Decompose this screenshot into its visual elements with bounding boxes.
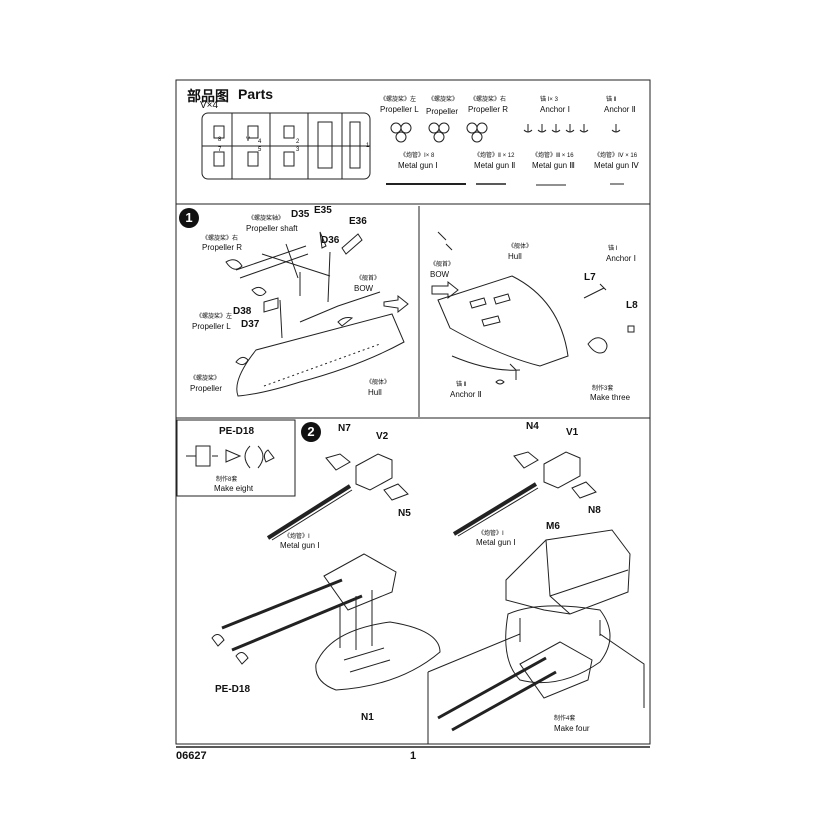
part-label: D38 [233,306,252,317]
step1-hull2-zh: 《舰体》 [508,244,533,250]
parts-anchors [523,124,621,133]
step1-bow2-en: BOW [430,270,450,279]
parts-anchor2-zh: 锚 Ⅱ [606,97,617,103]
parts-propellers [390,122,488,143]
step2-frame [175,417,651,745]
step2-gun2-zh: 《炮管》Ⅰ [478,531,504,537]
pe-inset-drawing [186,445,275,469]
step1-bow-zh: 《舰首》 [356,276,381,282]
step2-gun-en: Metal gun Ⅰ [280,541,320,550]
step2-make-zh: 制作4套 [554,716,576,722]
part-label: L8 [626,300,638,311]
step1-propeller-en: Propeller [190,384,223,393]
step1-shaft-zh: 《螺旋桨轴》 [248,216,285,222]
parts-gun2-zh: 《炮管》Ⅱ × 12 [474,153,515,159]
step1-anchor2-zh: 锚 Ⅱ [456,382,467,388]
parts-propeller-l-en: Propeller L [380,105,419,114]
sprue-num: 8 [218,137,222,143]
parts-gun4-zh: 《炮管》Ⅳ × 16 [594,153,638,159]
step1-propeller-r-zh: 《螺旋桨》右 [202,236,239,242]
sprue-num: 5 [258,147,262,153]
sprue-frame [201,112,371,180]
step1-anchor2-en: Anchor Ⅱ [450,390,482,399]
pe-inset-make-en: Make eight [214,484,254,493]
parts-title-en: Parts [238,86,274,102]
part-label: V2 [376,431,389,442]
pe-inset-frame [176,419,296,497]
sprue-num: 3 [296,147,300,153]
step1-anchor1-en: Anchor Ⅰ [606,254,636,263]
parts-gun4-en: Metal gun Ⅳ [594,161,639,170]
part-label: D36 [321,235,340,246]
parts-propeller-en: Propeller [426,107,459,116]
part-label: N7 [338,423,351,434]
parts-gun3-en: Metal gun Ⅲ [532,161,575,170]
step1-stern-hull [225,231,409,397]
part-label: M6 [546,521,560,532]
part-label: D35 [291,209,310,220]
step1-propeller-zh: 《螺旋桨》 [190,376,221,382]
step2-gun-zh: 《炮管》Ⅰ [284,534,310,540]
parts-propeller-zh: 《螺旋桨》 [428,97,459,103]
parts-gun1-zh: 《炮管》Ⅰ× 8 [400,153,435,159]
sprue-num: 2 [296,139,300,145]
sprue-num: 4 [258,139,262,145]
part-label: L7 [584,272,596,283]
part-label: D37 [241,319,260,330]
parts-anchor1-en: Anchor Ⅰ [540,105,570,114]
parts-gun1-en: Metal gun Ⅰ [398,161,438,170]
parts-anchor1-zh: 锚 Ⅰ× 3 [540,97,558,103]
step1-hull2-en: Hull [508,252,522,261]
parts-anchor2-en: Anchor Ⅱ [604,105,636,114]
parts-gun3-zh: 《炮管》Ⅲ × 16 [532,153,574,159]
step1-make-en: Make three [590,393,631,402]
sprue-num: 1 [366,143,370,149]
part-label: V1 [566,427,579,438]
step1-propeller-l-en: Propeller L [192,322,231,331]
part-label: E35 [314,205,332,216]
step1-hull-en: Hull [368,388,382,397]
step1-bow-hull [431,231,635,385]
page-number: 1 [410,750,417,762]
sprue-count: V×4 [200,100,219,111]
sprue-letter: V [246,137,251,143]
step2-make-en: Make four [554,724,590,733]
step1-shaft-en: Propeller shaft [246,224,298,233]
step1-propeller-r-en: Propeller R [202,243,243,252]
parts-metal-guns [386,183,624,186]
parts-propeller-r-en: Propeller R [468,105,509,114]
step1-hull-zh: 《舰体》 [366,380,391,386]
part-label: N5 [398,508,411,519]
step1-anchor1-zh: 锚 Ⅰ [608,246,618,252]
parts-gun2-en: Metal gun Ⅱ [474,161,516,170]
parts-propeller-r-zh: 《螺旋桨》右 [470,97,507,103]
step1-bow2-zh: 《舰首》 [430,262,455,268]
pe-inset-label: PE-D18 [219,426,255,437]
step1-propeller-l-zh: 《螺旋桨》左 [196,314,233,320]
parts-title-zh: 部品图 [187,88,229,104]
part-label: PE-D18 [215,684,251,695]
step1-number: 1 [179,208,199,228]
part-label: N4 [526,421,539,432]
part-label: N8 [588,505,601,516]
step2-right-gun [427,451,645,744]
step2-number: 2 [301,422,321,442]
step2-left-gun [211,453,441,691]
model-code: 06627 [176,750,207,762]
parts-propeller-l-zh: 《螺旋桨》左 [380,97,417,103]
step1-bow-en: BOW [354,284,374,293]
pe-inset-make-zh: 制作8套 [216,477,238,483]
sprue-num: 7 [218,147,222,153]
part-label: E36 [349,216,367,227]
step1-make-zh: 制作3套 [592,386,614,392]
step2-gun2-en: Metal gun Ⅰ [476,538,516,547]
part-label: N1 [361,712,374,723]
